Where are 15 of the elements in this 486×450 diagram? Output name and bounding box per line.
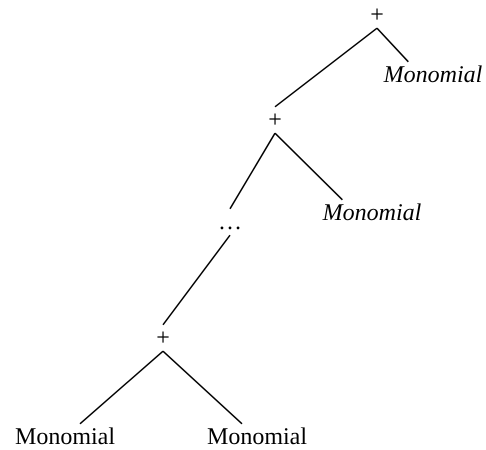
tree-node-label: Monomial (15, 424, 115, 450)
tree-branch-line (229, 132, 276, 210)
tree-branch-line (274, 132, 343, 200)
tree-node-label: + (370, 2, 384, 28)
tree-branch-line (162, 234, 231, 326)
tree-node-label: + (156, 324, 170, 352)
tree-node-label: … (218, 208, 242, 236)
tree-node-label: Monomial (384, 62, 482, 88)
tree-branch-line (274, 28, 378, 108)
tree-branch-line (80, 350, 164, 424)
tree-node-label: Monomial (322, 200, 422, 226)
tree-branch-line (162, 350, 242, 424)
tree-node-label: + (268, 106, 282, 134)
tree-branch-line (376, 28, 409, 62)
tree-node-label: Monomial (207, 424, 307, 450)
